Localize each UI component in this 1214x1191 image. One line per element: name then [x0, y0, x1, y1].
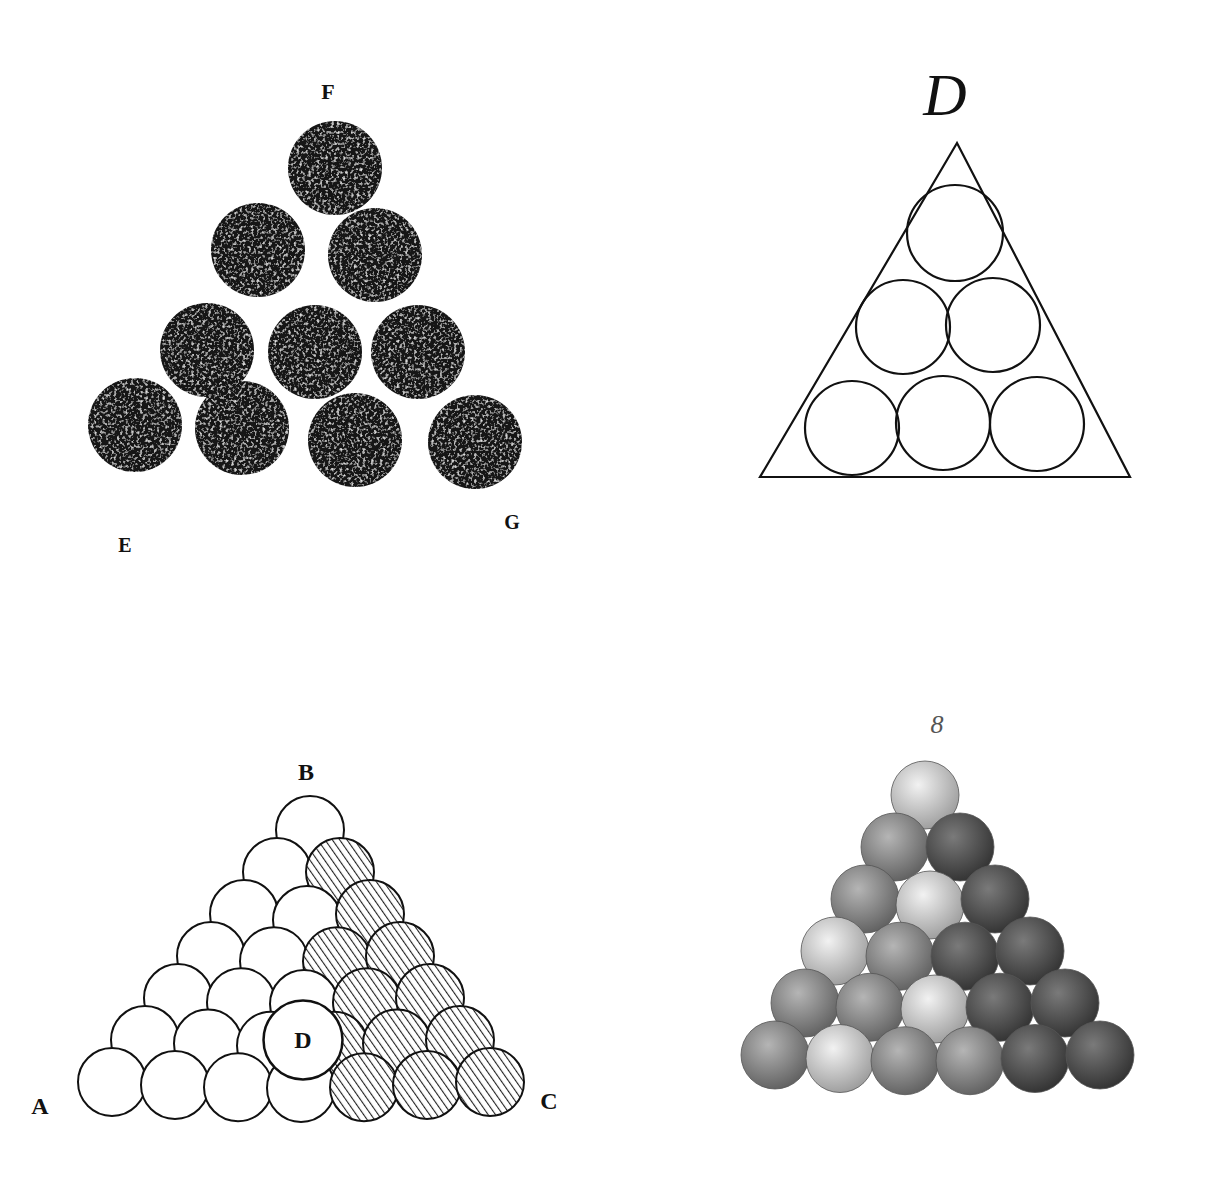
ball	[806, 1025, 874, 1093]
cannon-ball	[428, 395, 522, 489]
ball	[330, 1053, 398, 1121]
ball-letter: D	[261, 998, 345, 1082]
cannon-ball	[371, 305, 465, 399]
ball	[871, 1027, 939, 1095]
labelled-ball: D	[261, 998, 345, 1082]
shaded-ball-pyramid	[741, 761, 1134, 1095]
ball	[393, 1051, 461, 1119]
ball-outline	[856, 280, 950, 374]
point-letter: F	[321, 79, 334, 105]
cannon-ball	[211, 203, 305, 297]
point-letter: G	[504, 511, 520, 534]
cannon-ball	[328, 208, 422, 302]
ball	[741, 1021, 809, 1089]
circles-in-triangle	[760, 143, 1130, 477]
cannon-ball	[195, 381, 289, 475]
ball-outline	[907, 185, 1003, 281]
point-letter: A	[31, 1093, 48, 1120]
ball	[1001, 1025, 1069, 1093]
ball	[1066, 1021, 1134, 1089]
cannon-ball	[268, 305, 362, 399]
ball	[204, 1053, 272, 1121]
black-ball-triangle	[88, 121, 522, 489]
ball	[456, 1048, 524, 1116]
point-letter: C	[540, 1088, 557, 1115]
point-letter: B	[298, 759, 314, 786]
cannon-ball	[308, 393, 402, 487]
hatched-ball-pyramid	[78, 796, 524, 1122]
ball	[936, 1027, 1004, 1095]
figure-number: 8	[931, 710, 944, 740]
ball-outline	[946, 278, 1040, 372]
point-letter: E	[118, 534, 131, 557]
ball-outline	[896, 376, 990, 470]
ball	[141, 1051, 209, 1119]
cannon-ball	[288, 121, 382, 215]
ball-outline	[805, 381, 899, 475]
cannon-ball	[88, 378, 182, 472]
figure-letter: D	[923, 61, 966, 130]
ball-outline	[990, 377, 1084, 471]
ball	[78, 1048, 146, 1116]
